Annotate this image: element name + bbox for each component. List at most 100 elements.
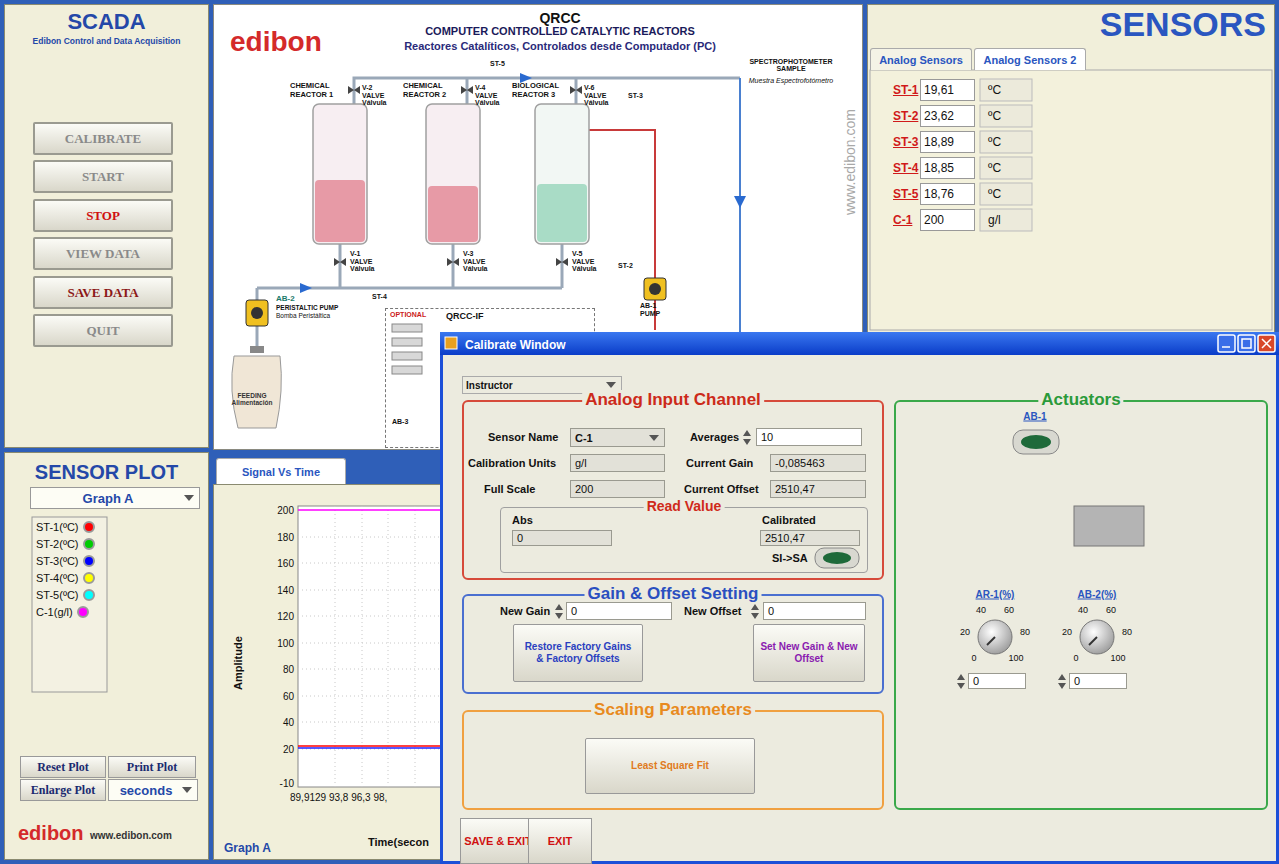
label-text: 200 bbox=[277, 505, 294, 516]
node-text: Set New Gain & New Offset bbox=[760, 641, 858, 666]
return-line bbox=[589, 130, 655, 278]
legend-swatch bbox=[77, 606, 89, 618]
legend-text: ST-1(ºC) bbox=[36, 521, 79, 533]
node-text: 18,85 bbox=[924, 161, 954, 175]
label-text: Averages bbox=[690, 431, 739, 443]
feed-tank bbox=[232, 346, 282, 428]
label-text: 60 bbox=[1004, 605, 1014, 615]
label-text: Full Scale bbox=[484, 483, 535, 495]
label-text: Muestra Espectrofotómetro bbox=[745, 77, 837, 84]
reactor-vessel bbox=[537, 184, 587, 242]
label-text: ºC bbox=[988, 187, 1001, 201]
label-text: AB-2 bbox=[276, 294, 295, 303]
reactor: CHEMICAL REACTOR 1 bbox=[290, 82, 350, 248]
interface-board bbox=[392, 352, 422, 360]
window-button bbox=[1218, 335, 1275, 352]
label-text: www.edibon.com bbox=[90, 830, 172, 841]
label-text: 40 bbox=[283, 717, 294, 728]
dropdown: seconds bbox=[108, 779, 198, 801]
legend-entry: ST-3(ºC) bbox=[36, 555, 95, 567]
flow-arrow bbox=[300, 73, 532, 293]
pump-icon bbox=[649, 283, 661, 295]
node-text: EXIT bbox=[548, 835, 572, 847]
unit-box bbox=[980, 183, 1032, 205]
label-text: V-6 VALVE Válvula bbox=[584, 84, 618, 107]
node-text: Print Plot bbox=[127, 760, 177, 775]
label-text: V-1 VALVE Válvula bbox=[350, 250, 384, 273]
node-text: Analog Input Channel bbox=[582, 390, 764, 410]
legend-swatch bbox=[83, 538, 95, 550]
legend-text: ST-2(ºC) bbox=[36, 538, 79, 550]
dial-knob bbox=[1089, 637, 1097, 645]
label-text: New Gain bbox=[500, 605, 550, 617]
node-text: Gain & Offset Setting bbox=[585, 584, 762, 604]
pump-icon bbox=[246, 278, 666, 326]
toggle-switch bbox=[823, 552, 851, 564]
legend-swatch bbox=[83, 572, 95, 584]
window-button bbox=[1222, 346, 1230, 348]
label-text: 89,9129 93,8 96,3 98, bbox=[290, 792, 387, 803]
node-text: -0,085463 bbox=[775, 457, 825, 469]
display-field: 0 bbox=[512, 530, 612, 546]
valve-symbol bbox=[334, 86, 582, 266]
node-text: SENSOR PLOT bbox=[35, 461, 178, 484]
legend-entry: ST-2(ºC) bbox=[36, 538, 95, 550]
pipe bbox=[339, 244, 342, 288]
value-field: 200 bbox=[920, 209, 975, 231]
legend-box bbox=[10, 812, 200, 852]
pipe bbox=[257, 287, 562, 290]
display-field: 2510,47 bbox=[770, 480, 866, 498]
window-button bbox=[1238, 335, 1255, 352]
node-text: QRCC-IF bbox=[446, 311, 484, 321]
display-field: 2510,47 bbox=[760, 530, 860, 546]
tab: Signal Vs Time bbox=[216, 458, 346, 484]
node-text: 2510,47 bbox=[775, 483, 815, 495]
node-text: Alimentación bbox=[232, 399, 273, 406]
node-text: 10 bbox=[761, 431, 773, 443]
button: SAVE DATA bbox=[33, 276, 173, 309]
node-text: 0 bbox=[517, 532, 523, 544]
sensor-table bbox=[870, 70, 1272, 330]
label-text: Calibrated bbox=[762, 514, 816, 526]
reactor-vessel bbox=[535, 104, 589, 244]
group-box: Scaling ParametersLeast Square Fit bbox=[462, 710, 884, 810]
spinner bbox=[957, 674, 965, 689]
label-text: AB-1 bbox=[1023, 411, 1046, 422]
label-text: 80 bbox=[1020, 627, 1030, 637]
node-text: Scaling Parameters bbox=[591, 700, 755, 720]
label-text: AB-1 PUMP bbox=[640, 302, 670, 317]
button: Least Square Fit bbox=[585, 738, 755, 794]
node-text: COMPUTER CONTROLLED CATALYTIC REACTORS bbox=[425, 25, 695, 37]
label-text: Bomba Peristáltica bbox=[276, 312, 330, 319]
dropdown: Graph A bbox=[30, 487, 200, 509]
value-field: 18,89 bbox=[920, 131, 975, 153]
label-text: 0 bbox=[1073, 653, 1078, 663]
node-text: CALIBRATE bbox=[65, 131, 141, 147]
node-text: 18,89 bbox=[924, 135, 954, 149]
pipe bbox=[452, 244, 455, 288]
button: QUIT bbox=[33, 314, 173, 347]
label-text: 40 bbox=[1078, 605, 1088, 615]
valve-symbol bbox=[447, 258, 459, 266]
node-text: 18,76 bbox=[924, 187, 954, 201]
node-text: Signal Vs Time bbox=[242, 466, 320, 478]
label-text: 0 bbox=[971, 653, 976, 663]
node-text: STOP bbox=[86, 208, 120, 224]
plot-panel: SENSOR PLOTGraph AReset PlotPrint PlotEn… bbox=[4, 452, 209, 860]
label-text: 100 bbox=[1110, 653, 1125, 663]
value-field: 18,85 bbox=[920, 157, 975, 179]
reactor: CHEMICAL REACTOR 2 bbox=[403, 82, 463, 248]
button: Reset Plot bbox=[20, 756, 106, 778]
valve-symbol bbox=[334, 258, 346, 266]
label-text: 40 bbox=[976, 605, 986, 615]
valve-symbol bbox=[461, 86, 473, 94]
label-text: 140 bbox=[277, 585, 294, 596]
label-text: ST-1 bbox=[893, 83, 918, 97]
label-text: V-3 VALVE Válvula bbox=[463, 250, 497, 273]
label-text: 100 bbox=[277, 638, 294, 649]
unit-box bbox=[980, 79, 1032, 231]
node-text: OPTIONAL bbox=[390, 311, 426, 318]
label-text: 20 bbox=[1062, 627, 1072, 637]
button: VIEW DATA bbox=[33, 237, 173, 270]
